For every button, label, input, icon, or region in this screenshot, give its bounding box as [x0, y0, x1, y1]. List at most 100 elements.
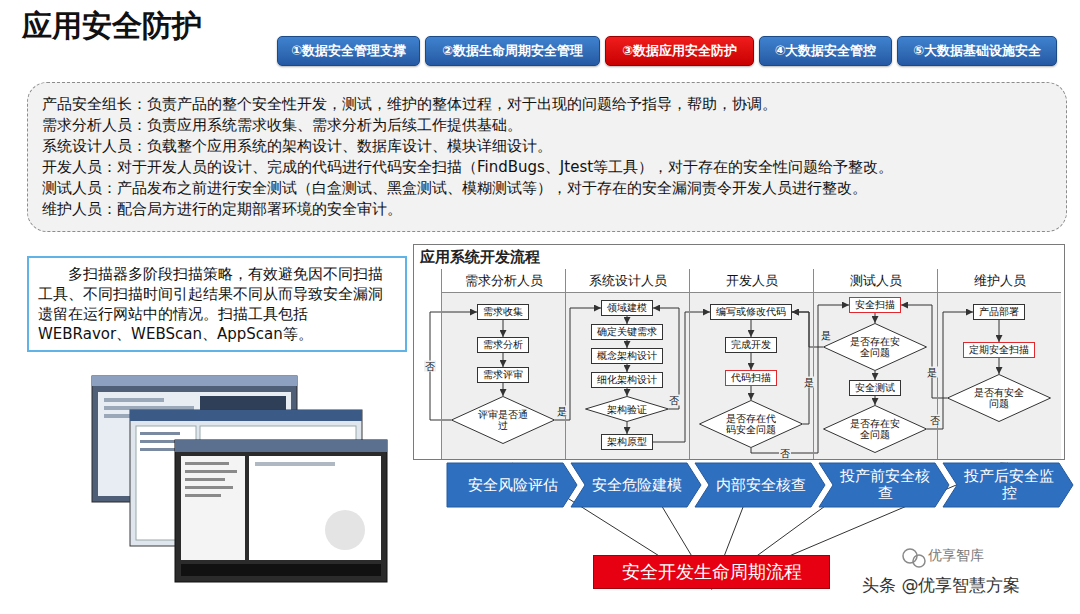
swimlane: 维护人员产品部署定期安全扫描是否有安全问题: [937, 269, 1061, 459]
flow-connector: [430, 312, 477, 420]
lane-fill: [689, 293, 813, 459]
role-panel: 产品安全组长：负责产品的整个安全性开发，测试，维护的整体过程，对于出现的问题给予…: [27, 82, 1067, 232]
process-label: 需求分析: [483, 339, 523, 351]
diamond-outline: [824, 406, 927, 453]
window-status: [181, 564, 381, 576]
tab-label: ③数据应用安全防护: [622, 42, 737, 60]
flow-connector: [792, 312, 823, 347]
diamond-outline: [586, 397, 669, 422]
edge-label-wrap: 是: [926, 367, 938, 378]
diamond-outline: [700, 401, 803, 448]
lane-header: 维护人员: [938, 269, 1061, 293]
ui-line: [185, 478, 225, 481]
role-description: 测试人员：产品发布之前进行安全测试（白盒测试、黑盒测试、模糊测试等），对于存在的…: [42, 178, 1052, 199]
ui-line: [255, 462, 335, 466]
decision-label: 架构验证: [607, 404, 647, 415]
process-box: 概念架构设计: [591, 348, 663, 364]
process-box: 需求收集: [477, 304, 529, 320]
role-description: 需求分析人员：负责应用系统需求收集、需求分析为后续工作提供基础。: [42, 115, 1052, 136]
flow-connector: [999, 358, 1000, 374]
process-label: 代码扫描: [731, 372, 771, 384]
swimlane: 测试人员安全扫描是否存在安全问题安全测试是否存在安全问题: [813, 269, 937, 459]
process-label: 定期安全扫描: [969, 344, 1029, 356]
tab-label: ⑤大数据基础设施安全: [913, 42, 1041, 60]
lane-header: 开发人员: [690, 269, 813, 293]
chevron-outline: [943, 463, 1073, 507]
ui-line: [140, 432, 180, 435]
flow-connector: [627, 422, 628, 434]
ui-line: [140, 448, 176, 451]
process-box: 编写或修改代码: [710, 304, 792, 320]
decision-diamond: 是否存在代码安全问题: [699, 400, 803, 448]
process-label: 需求收集: [483, 306, 523, 318]
phase-chevron: 投产后安全监控: [943, 463, 1073, 507]
process-label: 架构原型: [607, 436, 647, 448]
edge-label: 是: [820, 330, 832, 341]
lane-fill: [565, 293, 689, 459]
process-box: 安全扫描: [849, 297, 901, 313]
phase-label: 安全危险建模: [591, 477, 683, 494]
lane-header: 测试人员: [814, 269, 937, 293]
window-titlebar: [92, 376, 297, 386]
flow-connector: [627, 340, 628, 348]
flow-connector: [503, 353, 504, 367]
watermark: 优享智库: [928, 547, 984, 565]
process-box: 安全测试: [849, 380, 901, 396]
window-tree: [181, 456, 245, 560]
phase-chevron: 安全危险建模: [571, 463, 701, 507]
icon-bubble: [913, 555, 925, 567]
flow-connector: [792, 312, 809, 424]
edge-label-wrap: 否: [424, 361, 436, 372]
page-title: 应用安全防护: [22, 6, 202, 47]
nav-tab: ④大数据安全管控: [759, 36, 892, 66]
decision-diamond: 是否存在安全问题: [823, 323, 927, 371]
diamond-outline: [948, 375, 1051, 422]
process-label: 完成开发: [731, 339, 771, 351]
edge-label-wrap: 否: [929, 415, 941, 426]
process-box: 定期安全扫描: [963, 342, 1035, 358]
swimlane: 需求分析人员需求收集需求分析需求评审评审是否通过: [441, 269, 565, 459]
role-description: 系统设计人员：负载整个应用系统的架构设计、数据库设计、模块详细设计。: [42, 136, 1052, 157]
process-label: 需求评审: [483, 369, 523, 381]
panel-title: 应用系统开发流程: [414, 245, 1064, 269]
edge-label-wrap: 是: [803, 377, 815, 388]
process-label: 概念架构设计: [597, 350, 657, 362]
nav-tab: ③数据应用安全防护: [605, 36, 754, 66]
nav-tab: ②数据生命周期安全管理: [425, 36, 600, 66]
flow-connector: [875, 396, 876, 405]
process-box: 细化架构设计: [591, 372, 663, 388]
chevron-outline: [447, 463, 577, 507]
watermark: 头条 @优享智慧方案: [862, 574, 1020, 597]
flow-connector: [875, 371, 876, 380]
process-box: 产品部署: [973, 304, 1025, 320]
ui-line: [185, 486, 233, 489]
phase-chevron: 投产前安全核查: [819, 463, 949, 507]
label-wrap: 优享智库: [928, 547, 984, 565]
process-box: 需求分析: [477, 337, 529, 353]
diamond-outline: [824, 324, 927, 371]
tab-label: ①数据安全管理支撑: [291, 42, 406, 60]
process-label: 安全测试: [855, 382, 895, 394]
process-box: 代码扫描: [725, 370, 777, 386]
phase-label: 安全风险评估: [467, 477, 559, 494]
label-wrap: 头条 @优享智慧方案: [862, 574, 1020, 597]
phase-label: 投产后安全监控: [963, 468, 1055, 502]
process-box: 需求评审: [477, 367, 529, 383]
phase-label: 投产前安全核查: [839, 468, 931, 502]
lane-fill: [441, 293, 565, 459]
edge-label: 否: [929, 415, 941, 426]
ui-line: [185, 494, 221, 497]
window-pane: [249, 456, 381, 560]
decision-diamond: 是否有安全问题: [947, 374, 1051, 422]
decision-diamond: 是否存在安全问题: [823, 405, 927, 453]
flow-connector: [503, 320, 504, 337]
flow-connector: [751, 320, 752, 337]
decision-label: 是否有安全问题: [974, 387, 1024, 409]
window-titlebar: [130, 410, 362, 421]
edge-label: 否: [668, 395, 680, 406]
tab-label: ②数据生命周期安全管理: [442, 42, 583, 60]
edge-label-wrap: 否: [668, 395, 680, 406]
decision-label: 是否存在安全问题: [850, 418, 900, 440]
